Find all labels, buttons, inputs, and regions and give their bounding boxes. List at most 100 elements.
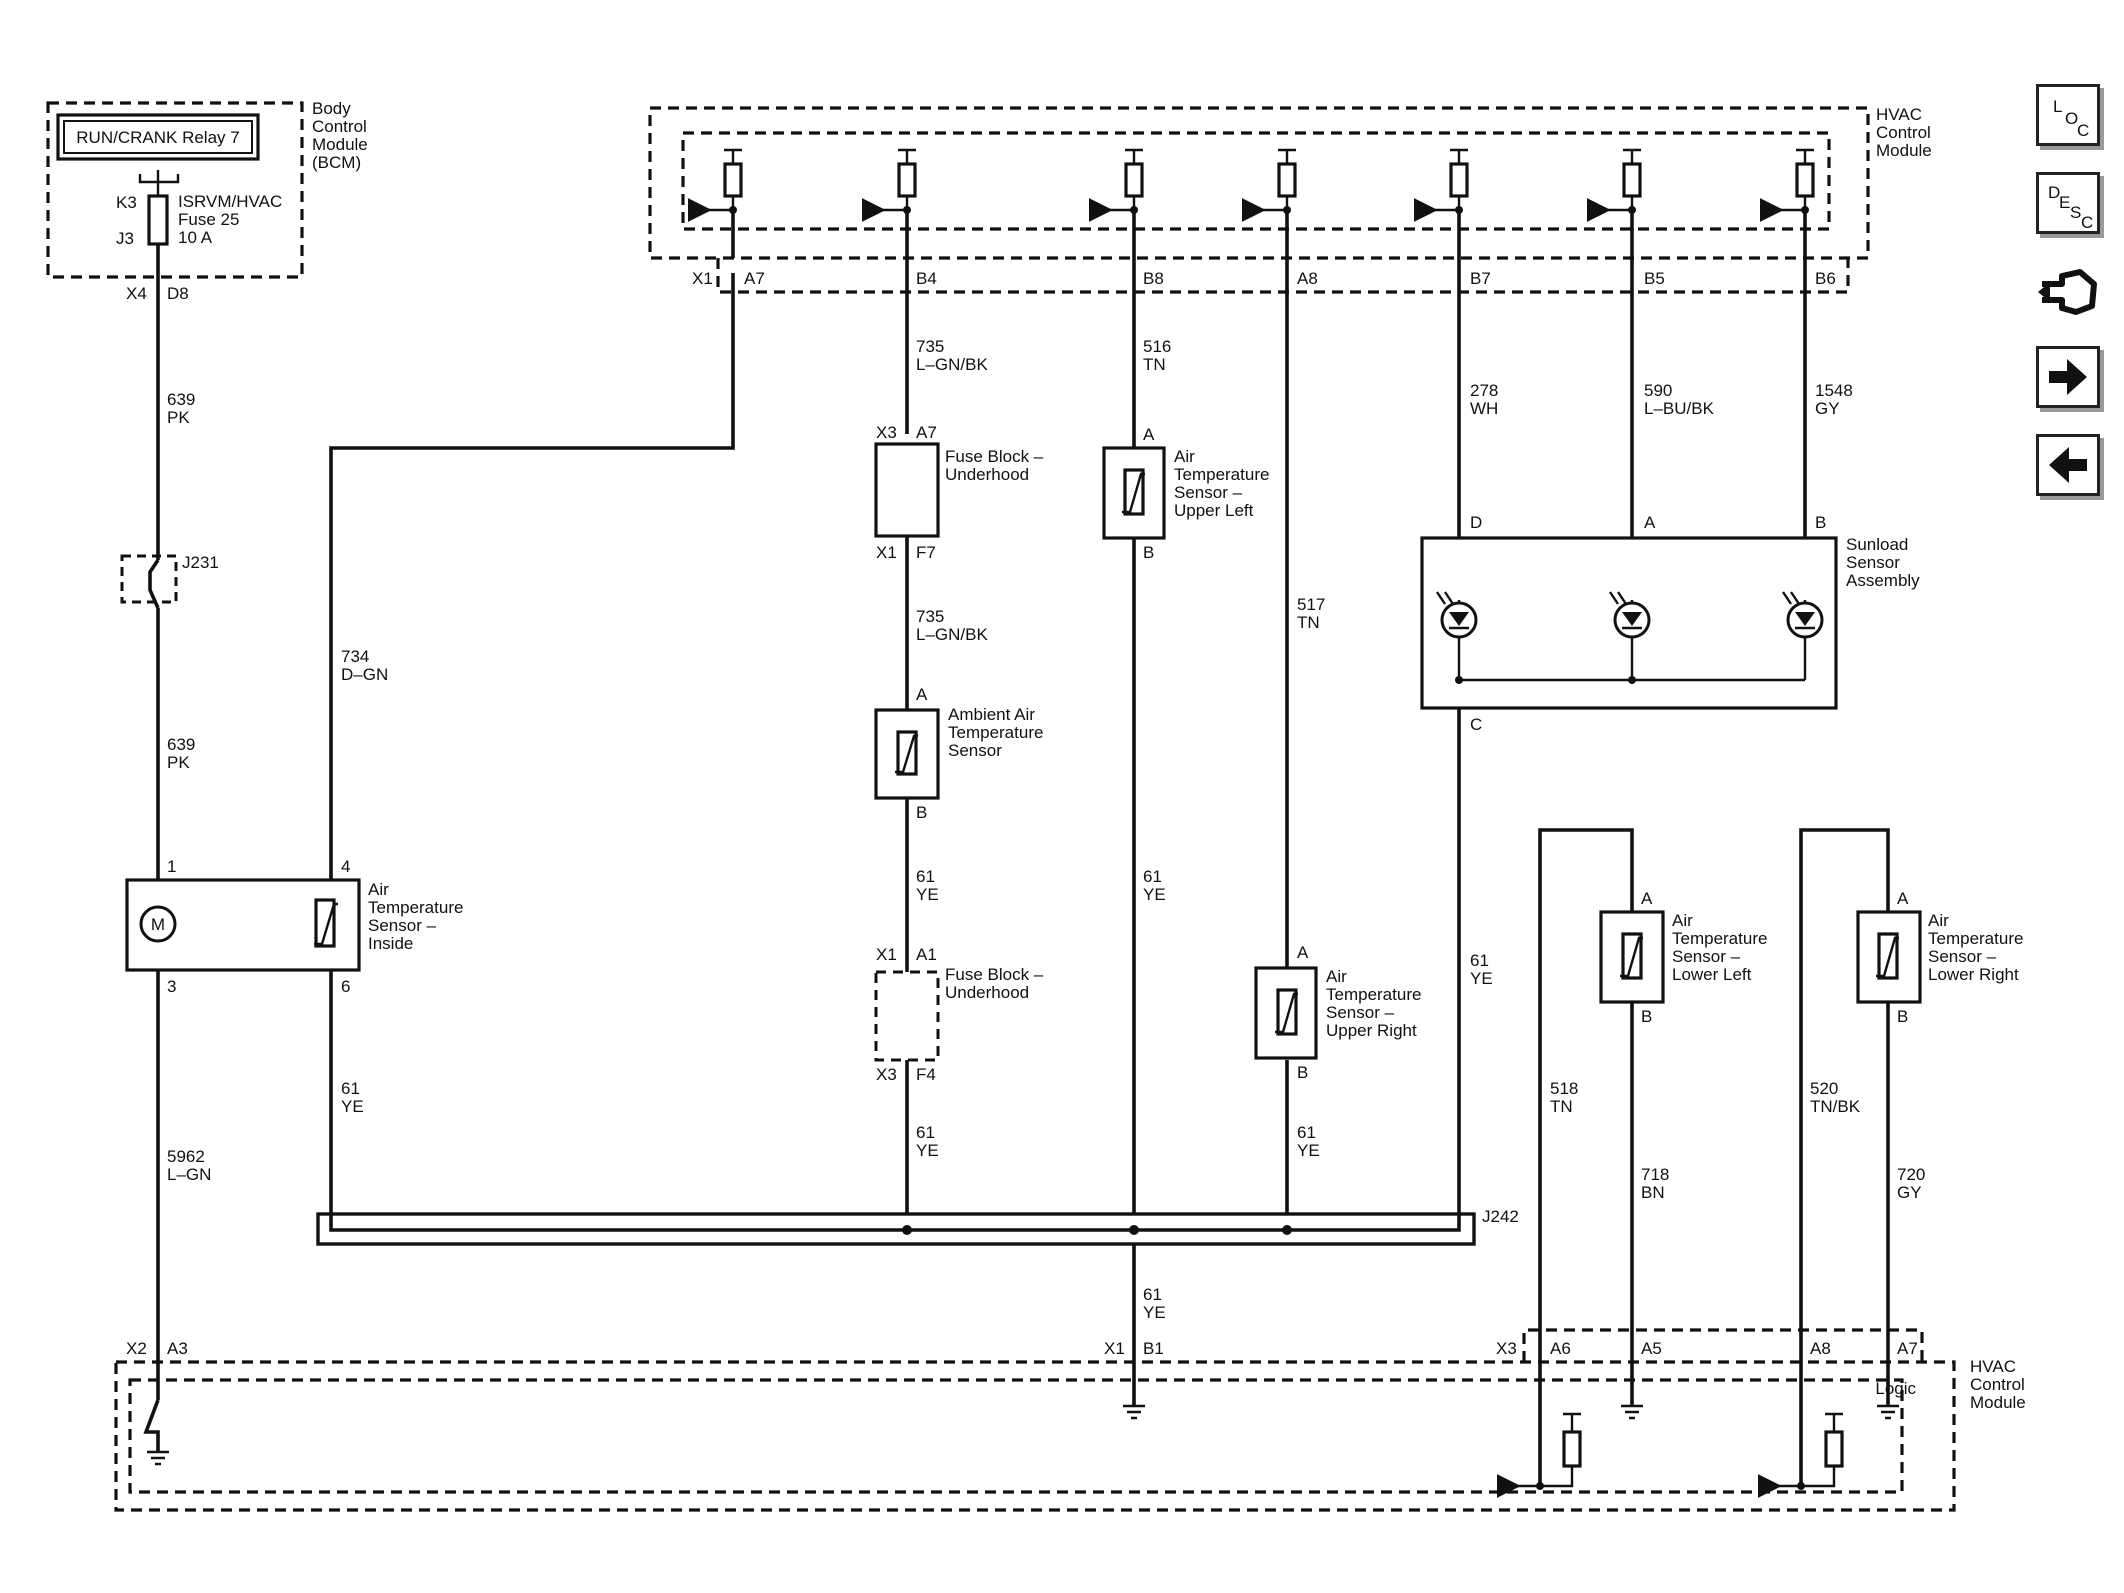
internal-logic-resistors [1516, 1412, 1844, 1490]
svg-text:YE: YE [1143, 1303, 1166, 1322]
svg-text:61: 61 [1297, 1123, 1316, 1142]
air-temp-sensor-lower-left[interactable]: A B Air Temperature Sensor – Lower Left [1599, 889, 1767, 1026]
svg-text:Module: Module [1970, 1393, 2026, 1412]
svg-text:B5: B5 [1644, 269, 1665, 288]
svg-text:L–GN: L–GN [167, 1165, 211, 1184]
sunload-sensor-assembly[interactable]: D A B C Sunload Sensor Assembly [1420, 513, 1920, 734]
svg-text:F7: F7 [916, 543, 936, 562]
pull-up-resistor [1433, 148, 1469, 258]
svg-text:PK: PK [167, 753, 190, 772]
svg-text:1: 1 [167, 857, 176, 876]
next-page-arrow-icon [2049, 359, 2087, 395]
svg-text:X3: X3 [876, 423, 897, 442]
hvac-control-module-bottom: HVAC Control Module Logic [114, 1328, 2026, 1512]
pull-up-resistor [1606, 148, 1642, 258]
pull-up-resistor [1261, 148, 1297, 258]
svg-text:X3: X3 [1496, 1339, 1517, 1358]
svg-text:YE: YE [916, 885, 939, 904]
previous-page-arrow-icon [2049, 447, 2087, 483]
svg-text:J231: J231 [182, 553, 219, 572]
ground-symbols [147, 1402, 1899, 1466]
splice-j231: J231 [120, 553, 219, 609]
svg-text:HVAC: HVAC [1970, 1357, 2016, 1376]
svg-text:Air: Air [368, 880, 389, 899]
pull-up-resistor [881, 148, 917, 258]
svg-text:B8: B8 [1143, 269, 1164, 288]
isrvm-hvac-fuse[interactable]: K3 J3 ISRVM/HVAC Fuse 25 10 A [116, 170, 282, 248]
svg-text:Sensor –: Sensor – [1928, 947, 1997, 966]
loc-button[interactable]: L O C [2036, 84, 2100, 146]
svg-text:Module: Module [1876, 141, 1932, 160]
svg-text:Ambient Air: Ambient Air [948, 705, 1035, 724]
svg-text:A8: A8 [1810, 1339, 1831, 1358]
svg-text:61: 61 [916, 867, 935, 886]
svg-text:517: 517 [1297, 595, 1325, 614]
air-temp-sensor-lower-right[interactable]: A B Air Temperature Sensor – Lower Right [1856, 889, 2023, 1026]
svg-text:YE: YE [1143, 885, 1166, 904]
svg-text:YE: YE [1297, 1141, 1320, 1160]
ambient-air-temperature-sensor[interactable]: A B Ambient Air Temperature Sensor [874, 685, 1043, 822]
svg-text:Air: Air [1326, 967, 1347, 986]
splice-j242: J242 [316, 1207, 1519, 1246]
inside-air-temp-sensor-assembly[interactable]: M 1 4 3 6 Air Temperature Sensor – Insid… [125, 857, 463, 996]
svg-text:M: M [151, 915, 165, 934]
svg-text:3: 3 [167, 977, 176, 996]
svg-text:PK: PK [167, 408, 190, 427]
svg-text:10 A: 10 A [178, 228, 213, 247]
fuse-block-underhood-top[interactable]: X3 A7 X1 F7 Fuse Block – Underhood [874, 423, 1044, 562]
svg-text:Temperature: Temperature [1928, 929, 2023, 948]
air-temp-sensor-upper-right[interactable]: A B Air Temperature Sensor – Upper Right [1254, 943, 1421, 1082]
svg-text:Inside: Inside [368, 934, 413, 953]
svg-text:HVAC: HVAC [1876, 105, 1922, 124]
pull-up-resistor [1108, 148, 1144, 258]
svg-text:A: A [1644, 513, 1656, 532]
svg-text:D: D [1470, 513, 1482, 532]
fuse-block-underhood-bottom[interactable]: X1 A1 X3 F4 Fuse Block – Underhood [874, 945, 1044, 1084]
svg-text:A6: A6 [1550, 1339, 1571, 1358]
svg-text:734: 734 [341, 647, 369, 666]
svg-text:B: B [1641, 1007, 1652, 1026]
svg-text:Sensor: Sensor [948, 741, 1002, 760]
svg-text:Logic: Logic [1875, 1379, 1916, 1398]
svg-text:278: 278 [1470, 381, 1498, 400]
svg-text:YE: YE [1470, 969, 1493, 988]
svg-text:735: 735 [916, 607, 944, 626]
connector-end-view-button[interactable] [2036, 262, 2100, 324]
svg-text:A1: A1 [916, 945, 937, 964]
svg-text:YE: YE [341, 1097, 364, 1116]
svg-text:B6: B6 [1815, 269, 1836, 288]
previous-page-button[interactable] [2036, 434, 2100, 496]
air-temp-sensor-upper-left[interactable]: A B Air Temperature Sensor – Upper Left [1102, 425, 1269, 562]
next-page-button[interactable] [2036, 346, 2100, 408]
svg-text:Temperature: Temperature [1174, 465, 1269, 484]
svg-text:BN: BN [1641, 1183, 1665, 1202]
svg-text:A7: A7 [916, 423, 937, 442]
svg-text:Sensor –: Sensor – [1174, 483, 1243, 502]
logic-resistor [1777, 1412, 1844, 1490]
svg-text:A: A [1897, 889, 1909, 908]
svg-text:A: A [1297, 943, 1309, 962]
logic-resistor [1516, 1412, 1582, 1490]
svg-text:A8: A8 [1297, 269, 1318, 288]
svg-text:WH: WH [1470, 399, 1498, 418]
ground-icon [1123, 1402, 1145, 1420]
svg-text:A: A [1641, 889, 1653, 908]
svg-text:B: B [1297, 1063, 1308, 1082]
svg-text:Temperature: Temperature [368, 898, 463, 917]
svg-text:Underhood: Underhood [945, 465, 1029, 484]
svg-text:Air: Air [1672, 911, 1693, 930]
loc-icon: L [2053, 97, 2063, 116]
svg-text:B4: B4 [916, 269, 937, 288]
desc-button[interactable]: D E S C [2036, 172, 2100, 234]
svg-text:Air: Air [1174, 447, 1195, 466]
svg-text:Underhood: Underhood [945, 983, 1029, 1002]
connector-end-view-icon [2038, 269, 2097, 315]
svg-text:K3: K3 [116, 193, 137, 212]
svg-text:61: 61 [341, 1079, 360, 1098]
run-crank-relay[interactable]: RUN/CRANK Relay 7 [56, 113, 260, 161]
svg-text:X1: X1 [692, 269, 713, 288]
svg-text:A5: A5 [1641, 1339, 1662, 1358]
svg-text:Body: Body [312, 99, 351, 118]
svg-text:61: 61 [1143, 1285, 1162, 1304]
svg-text:B: B [1143, 543, 1154, 562]
